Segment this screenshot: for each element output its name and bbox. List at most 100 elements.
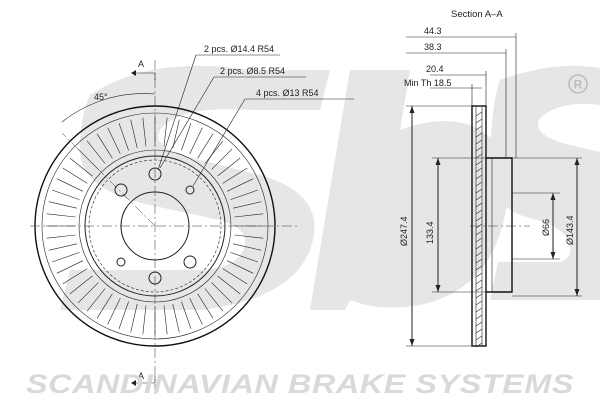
- cooling-vane: [181, 301, 192, 329]
- cooling-vane: [222, 167, 248, 184]
- pin-hole: [116, 257, 126, 267]
- section-hatch-line: [475, 286, 483, 292]
- section-hatch-line: [475, 174, 483, 180]
- cooling-vane: [56, 178, 84, 192]
- cooling-vane: [142, 305, 147, 335]
- cooling-vane: [69, 157, 93, 177]
- section-hatch-line: [475, 314, 483, 320]
- section-hatch-line: [475, 216, 483, 222]
- section-hatch-line: [475, 195, 483, 201]
- section-hatch-line: [475, 342, 483, 348]
- cooling-vane: [232, 243, 262, 251]
- cooling-vane: [48, 243, 78, 251]
- cooling-vane: [172, 119, 180, 149]
- hat-section-outline: [486, 157, 513, 293]
- svg-text:R: R: [574, 78, 583, 92]
- cooling-vane: [86, 140, 106, 164]
- section-hatch-line: [475, 153, 483, 159]
- dim-247-4: Ø247.4: [399, 216, 409, 246]
- pin-hole: [185, 185, 195, 195]
- cooling-vane: [52, 189, 80, 200]
- cooling-vane: [96, 293, 113, 319]
- cut-mark-label-top: A: [138, 59, 144, 69]
- section-hatch-line: [475, 160, 483, 166]
- section-hatch-line: [475, 328, 483, 334]
- section-hatch-line: [475, 300, 483, 306]
- cooling-vane: [62, 167, 88, 184]
- cooling-vane: [189, 297, 203, 325]
- section-hatch-line: [475, 209, 483, 215]
- cooling-vane: [130, 303, 138, 333]
- dim-133-4: 133.4: [425, 221, 435, 244]
- section-hatch-line: [475, 244, 483, 250]
- cut-mark-label-bottom: A: [138, 371, 144, 381]
- cooling-vane: [118, 301, 129, 329]
- section-view: Section A–A 44.3 38.3 20.4 Min Th 18.5 Ø…: [399, 9, 582, 348]
- section-hatch-line: [475, 251, 483, 257]
- section-hatch-line: [475, 181, 483, 187]
- dim-20-4: 20.4: [426, 64, 444, 74]
- cooling-vane: [197, 293, 214, 319]
- section-hatch-line: [475, 132, 483, 138]
- dim-143-4: Ø143.4: [565, 215, 575, 245]
- cooling-vane: [77, 282, 99, 304]
- cooling-vane: [86, 288, 106, 312]
- cooling-vane: [107, 297, 121, 325]
- cooling-vane: [46, 213, 76, 218]
- cooling-vane: [230, 189, 258, 200]
- cooling-vane: [172, 303, 180, 333]
- section-hatch-line: [475, 321, 483, 327]
- section-hatch-line: [475, 307, 483, 313]
- cooling-vane: [211, 282, 233, 304]
- cooling-vane: [234, 213, 264, 218]
- brand-wordmark: SCANDINAVIAN BRAKE SYSTEMS: [26, 369, 574, 399]
- section-hatch-line: [475, 237, 483, 243]
- cooling-vane: [96, 133, 113, 159]
- cooling-vane: [204, 288, 224, 312]
- cooling-vane: [230, 252, 258, 263]
- cooling-vane: [226, 178, 254, 192]
- cooling-vane: [181, 123, 192, 151]
- cooling-vane: [163, 305, 168, 335]
- cooling-vane: [226, 260, 254, 274]
- bolt-hole: [183, 255, 197, 269]
- cooling-vane: [69, 275, 93, 295]
- section-hatch-line: [475, 258, 483, 264]
- section-hatch-line: [475, 125, 483, 131]
- section-hatch-line: [475, 139, 483, 145]
- dim-38-3: 38.3: [424, 42, 442, 52]
- cooling-vane: [222, 268, 248, 285]
- cooling-vane: [48, 201, 78, 209]
- cooling-vane: [142, 117, 147, 147]
- callout-hole-13: 4 pcs. Ø13 R54: [256, 88, 319, 98]
- cooling-vane: [62, 268, 88, 285]
- section-title: Section A–A: [451, 9, 503, 20]
- sbs-watermark-logo: sbs: [60, 65, 600, 310]
- dim-min-thickness: Min Th 18.5: [404, 78, 451, 88]
- section-hatch-line: [475, 202, 483, 208]
- section-hatch-line: [475, 272, 483, 278]
- section-hatch-line: [475, 335, 483, 341]
- callout-hole-8-5: 2 pcs. Ø8.5 R54: [220, 66, 285, 76]
- dim-66: Ø66: [541, 219, 551, 236]
- cooling-vane: [204, 140, 224, 164]
- cooling-vane: [232, 201, 262, 209]
- cooling-vane: [52, 252, 80, 263]
- cooling-vane: [130, 119, 138, 149]
- bolt-hole: [114, 183, 128, 197]
- hole-callouts: 2 pcs. Ø14.4 R54 2 pcs. Ø8.5 R54 4 pcs. …: [157, 44, 354, 187]
- section-hatch-line: [475, 111, 483, 117]
- cooling-vane: [217, 157, 241, 177]
- section-hatch-line: [475, 265, 483, 271]
- callout-hole-14-4: 2 pcs. Ø14.4 R54: [204, 44, 274, 54]
- section-hatch-line: [475, 293, 483, 299]
- cooling-vane: [211, 148, 233, 170]
- section-hatch-line: [475, 146, 483, 152]
- cooling-vane: [234, 234, 264, 239]
- section-hatch-line: [475, 118, 483, 124]
- section-hatch-line: [475, 230, 483, 236]
- section-cut-markers: A A: [131, 59, 156, 386]
- cooling-vane: [118, 123, 129, 151]
- cooling-vane: [189, 127, 203, 155]
